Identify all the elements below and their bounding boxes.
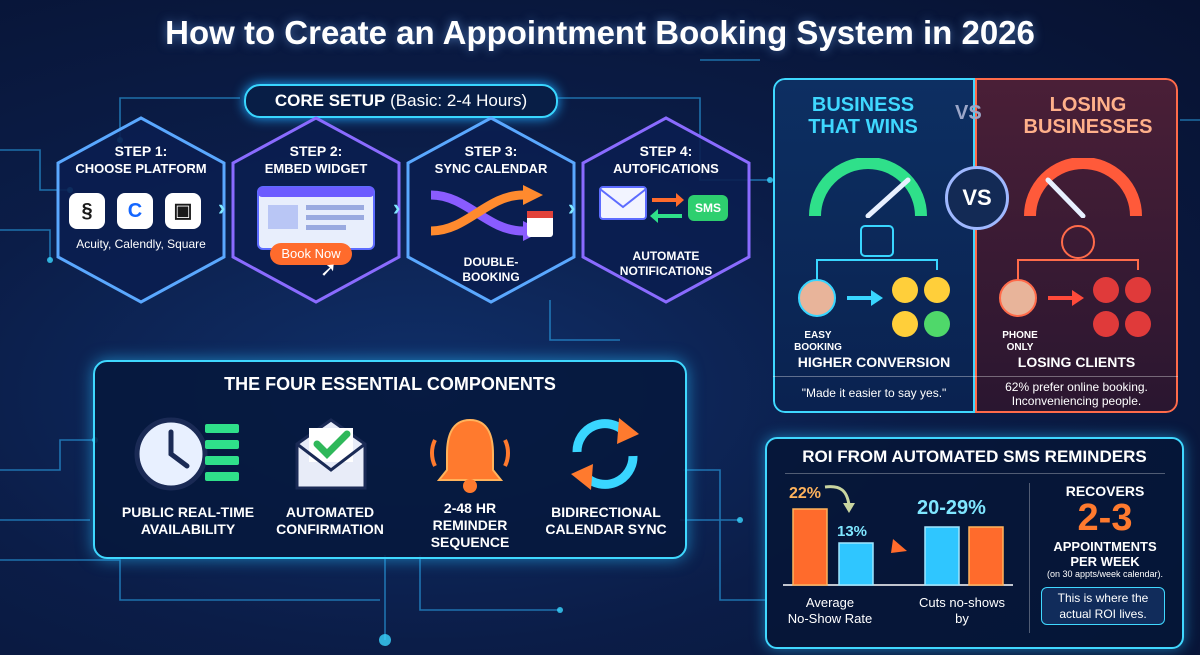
step-4-caption: AUTOMATE NOTIFICATIONS bbox=[619, 249, 713, 278]
roi-divider bbox=[785, 473, 1165, 474]
chevron-right-icon: › bbox=[393, 195, 401, 220]
bell-icon bbox=[430, 418, 510, 493]
shuffle-sync-icon bbox=[430, 185, 553, 241]
clock-icon bbox=[134, 417, 239, 491]
gauge-high-icon bbox=[809, 158, 927, 218]
win-flow-illustration bbox=[798, 225, 950, 337]
gauge-low-icon bbox=[1024, 158, 1142, 218]
bar-label-20-29: 20-29% bbox=[917, 497, 986, 519]
recovers-label: RECOVERS bbox=[1065, 483, 1145, 499]
lose-person-label: PHONE ONLY bbox=[1002, 330, 1038, 353]
browser-widget-icon bbox=[257, 186, 375, 250]
sync-icon bbox=[571, 418, 639, 490]
squarespace-logo-icon: § bbox=[69, 193, 105, 229]
step-4-subtitle: AUTOFICATIONS bbox=[613, 161, 719, 176]
hexagon-frame bbox=[581, 116, 751, 304]
hexagon-frame bbox=[406, 116, 576, 304]
comparison-divider bbox=[773, 376, 1178, 377]
roi-box: This is where the actual ROI lives. bbox=[1041, 587, 1165, 625]
roi-title: ROI FROM AUTOMATED SMS REMINDERS bbox=[802, 447, 1147, 466]
vs-badge: VS bbox=[945, 166, 1009, 230]
core-setup-sub: (Basic: 2-4 Hours) bbox=[390, 91, 528, 110]
component-2-label: AUTOMATED CONFIRMATION bbox=[276, 504, 384, 537]
avg-no-show-caption: Average No-Show Rate bbox=[787, 595, 873, 626]
book-now-button[interactable]: Book Now bbox=[270, 243, 352, 265]
roi-panel: ROI FROM AUTOMATED SMS REMINDERS 22% 13%… bbox=[765, 437, 1184, 649]
appointments-label: APPOINTMENTS PER WEEK bbox=[1053, 539, 1157, 569]
chevron-right-icon: › bbox=[218, 195, 226, 220]
step-3-caption: DOUBLE- BOOKING bbox=[462, 255, 520, 284]
lose-result: LOSING CLIENTS bbox=[1017, 354, 1136, 370]
envelope-check-icon bbox=[295, 418, 367, 490]
square-logo-icon: ▣ bbox=[165, 193, 201, 229]
components-panel: THE FOUR ESSENTIAL COMPONENTS PUBLIC REA… bbox=[93, 360, 687, 559]
win-person-label: EASY BOOKING bbox=[794, 330, 842, 353]
comparison-panel: BUSINESS THAT WINS VS LOSING BUSINESSES … bbox=[773, 78, 1178, 413]
step-3-subtitle: SYNC CALENDAR bbox=[434, 161, 548, 176]
step-4-title: STEP 4: bbox=[639, 143, 693, 159]
page-title: How to Create an Appointment Booking Sys… bbox=[165, 14, 1035, 51]
component-4-label: BIDIRECTIONAL CALENDAR SYNC bbox=[545, 504, 667, 537]
step-1-card: STEP 1: CHOOSE PLATFORM § C ▣ Acuity, Ca… bbox=[55, 115, 227, 305]
win-quote: "Made it easier to say yes." bbox=[801, 386, 947, 400]
component-1-label: PUBLIC REAL-TIME AVAILABILITY bbox=[121, 504, 255, 537]
lose-side bbox=[975, 78, 1178, 413]
exchange-arrows-icon bbox=[650, 193, 684, 223]
cursor-pointer-icon: ➚ bbox=[320, 259, 337, 281]
bar-label-13: 13% bbox=[837, 523, 868, 540]
roi-vertical-divider bbox=[1029, 483, 1030, 633]
component-3-label: 2-48 HR REMINDER SEQUENCE bbox=[430, 500, 510, 550]
components-title: THE FOUR ESSENTIAL COMPONENTS bbox=[224, 374, 556, 394]
cuts-no-shows-caption: Cuts no-shows by bbox=[919, 595, 1005, 626]
core-setup-label: CORE SETUP bbox=[274, 91, 386, 110]
step-3-title: STEP 3: bbox=[464, 143, 518, 159]
chevron-right-icon: › bbox=[568, 195, 576, 220]
step-2-title: STEP 2: bbox=[289, 143, 343, 159]
step-1-title: STEP 1: bbox=[114, 143, 168, 159]
bar-label-22: 22% bbox=[789, 485, 822, 502]
step-1-caption: Acuity, Calendly, Square bbox=[76, 237, 206, 251]
envelope-icon bbox=[599, 186, 647, 220]
core-setup-pill: CORE SETUP (Basic: 2-4 Hours) bbox=[244, 84, 558, 118]
roi-bars bbox=[783, 485, 1013, 586]
lose-quote: 62% prefer online booking. Inconvenienci… bbox=[1005, 380, 1148, 408]
lose-title: LOSING BUSINESSES bbox=[1023, 94, 1153, 138]
win-side bbox=[773, 78, 975, 413]
win-result: HIGHER CONVERSION bbox=[797, 354, 951, 370]
calendar-note: (on 30 appts/week calendar). bbox=[1046, 569, 1164, 579]
calendly-logo-icon: C bbox=[117, 193, 153, 229]
step-4-card: STEP 4: AUTOFICATIONS SMS AUTOMATE NOTIF… bbox=[580, 115, 752, 305]
step-2-card: STEP 2: EMBED WIDGET Book Now ➚ bbox=[230, 115, 402, 305]
step-2-subtitle: EMBED WIDGET bbox=[264, 161, 368, 176]
win-title: BUSINESS THAT WINS bbox=[808, 94, 918, 138]
vs-label: VS bbox=[955, 102, 982, 124]
step-3-card: STEP 3: SYNC CALENDAR DOUBLE- BOOKING bbox=[405, 115, 577, 305]
sms-badge: SMS bbox=[688, 195, 728, 221]
recovers-number: 2-3 bbox=[1077, 497, 1133, 539]
step-1-subtitle: CHOOSE PLATFORM bbox=[75, 161, 207, 176]
lose-flow-illustration bbox=[999, 225, 1151, 337]
